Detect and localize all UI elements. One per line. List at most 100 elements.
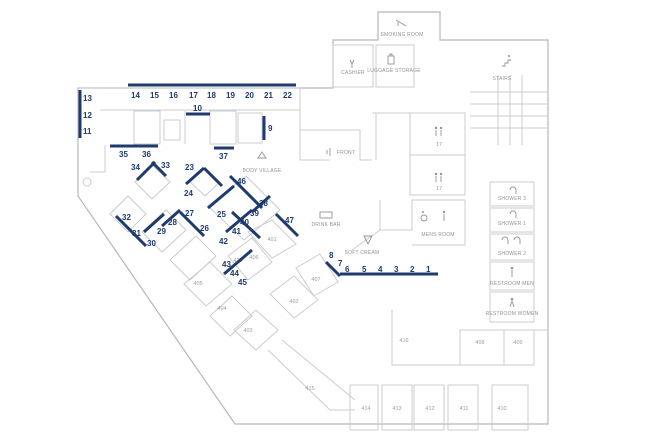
room-403: 403 — [243, 328, 252, 334]
room-401: 401 — [267, 237, 276, 243]
marker-40: 40 — [240, 218, 249, 227]
room-406: 406 — [249, 255, 258, 261]
area-labels: SMOKING ROOM CASHIER LUGGAGE STORAGE STA… — [243, 32, 539, 317]
luggage-icon — [387, 53, 395, 65]
marker-43: 43 — [222, 260, 231, 269]
smoking-room-label: SMOKING ROOM — [381, 32, 424, 38]
room-numbers: 401 402 403 404 405 406 407 408 409 410 … — [193, 142, 522, 412]
drink-bar-icon — [319, 211, 333, 219]
floor-walls — [77, 11, 549, 431]
marker-34: 34 — [131, 163, 140, 172]
restroom-women-label: RESTROOM WOMEN — [486, 311, 539, 317]
stairs-label: STAIRS — [493, 76, 512, 82]
marker-42: 42 — [219, 237, 228, 246]
room-17-upper: 17 — [436, 142, 442, 148]
marker-37: 37 — [219, 152, 228, 161]
soft-cream-label: SOFT CREAM — [345, 250, 380, 256]
marker-3: 3 — [394, 265, 399, 274]
marker-35: 35 — [119, 150, 128, 159]
room-407: 407 — [311, 277, 320, 283]
marker-28: 28 — [168, 218, 177, 227]
marker-33: 33 — [161, 161, 170, 170]
marker-38: 38 — [259, 199, 268, 208]
marker-22: 22 — [283, 91, 292, 100]
marker-27: 27 — [185, 209, 194, 218]
wheelchair-icon — [420, 211, 428, 222]
marker-32: 32 — [122, 213, 131, 222]
drink-bar-label: DRINK BAR — [311, 222, 340, 228]
room-411: 411 — [460, 406, 469, 412]
marker-21: 21 — [264, 91, 273, 100]
marker-20: 20 — [245, 91, 254, 100]
room-416: 416 — [399, 338, 408, 344]
marker-23: 23 — [185, 163, 194, 172]
body-village-icon — [257, 151, 267, 159]
mens-room-icon — [442, 210, 446, 221]
room-409: 409 — [513, 340, 522, 346]
restroom-men-icon — [510, 266, 514, 277]
front-icon — [326, 148, 331, 156]
shower-1-label: SHOWER 1 — [498, 221, 526, 227]
marker-6: 6 — [345, 265, 350, 274]
room-402: 402 — [289, 299, 298, 305]
marker-1: 1 — [426, 265, 431, 274]
luggage-storage-label: LUGGAGE STORAGE — [367, 68, 421, 74]
cashier-label: CASHIER — [341, 70, 365, 76]
marker-16: 16 — [169, 91, 178, 100]
shower-icon-1 — [509, 210, 517, 218]
stairs-icon — [502, 55, 511, 67]
room-404: 404 — [217, 306, 226, 312]
marker-47: 47 — [285, 216, 294, 225]
marker-11: 11 — [83, 127, 92, 136]
front-label: FRONT — [337, 150, 355, 156]
marker-30: 30 — [147, 239, 156, 248]
shower-icon-3 — [509, 186, 517, 194]
restroom-men-label: RESTROOM MEN — [490, 281, 534, 287]
room-405: 405 — [193, 281, 202, 287]
marker-12: 12 — [83, 111, 92, 120]
marker-44: 44 — [230, 269, 239, 278]
marker-15: 15 — [150, 91, 159, 100]
room-410: 410 — [497, 406, 506, 412]
marker-26: 26 — [200, 224, 209, 233]
marker-9: 9 — [268, 124, 273, 133]
shower-2-label: SHOWER 2 — [498, 251, 526, 257]
smoking-icon — [395, 19, 407, 27]
marker-13: 13 — [83, 94, 92, 103]
marker-18: 18 — [207, 91, 216, 100]
mens-room-label: MENS ROOM — [421, 232, 454, 238]
shower-3-label: SHOWER 3 — [498, 196, 526, 202]
restroom-icon-lower — [434, 172, 443, 182]
marker-46: 46 — [237, 177, 246, 186]
marker-29: 29 — [157, 227, 166, 236]
marker-8: 8 — [329, 251, 334, 260]
marker-10: 10 — [193, 104, 202, 113]
marker-2: 2 — [410, 265, 415, 274]
soft-cream-icon — [363, 235, 373, 246]
marker-39: 39 — [250, 209, 259, 218]
floor-icons — [257, 19, 521, 308]
marker-numbers: 13 12 11 14 15 16 17 18 19 20 21 22 10 9… — [83, 91, 431, 287]
room-415: 415 — [305, 386, 314, 392]
marker-14: 14 — [131, 91, 140, 100]
room-413: 413 — [392, 406, 401, 412]
marker-31: 31 — [132, 229, 141, 238]
room-17-lower: 17 — [436, 186, 442, 192]
shower-icon-2 — [501, 236, 521, 244]
marker-4: 4 — [378, 265, 383, 274]
marker-25: 25 — [217, 210, 226, 219]
room-414: 414 — [361, 406, 370, 412]
restroom-icon-upper — [434, 126, 443, 136]
marker-19: 19 — [226, 91, 235, 100]
restroom-women-icon — [509, 297, 515, 308]
marker-7: 7 — [338, 259, 343, 268]
cashier-icon — [349, 59, 355, 68]
marker-36: 36 — [142, 150, 151, 159]
marker-17: 17 — [189, 91, 198, 100]
marker-bars — [78, 83, 438, 278]
room-412: 412 — [425, 406, 434, 412]
room-408: 408 — [475, 340, 484, 346]
marker-24: 24 — [184, 189, 193, 198]
marker-41: 41 — [232, 227, 241, 236]
